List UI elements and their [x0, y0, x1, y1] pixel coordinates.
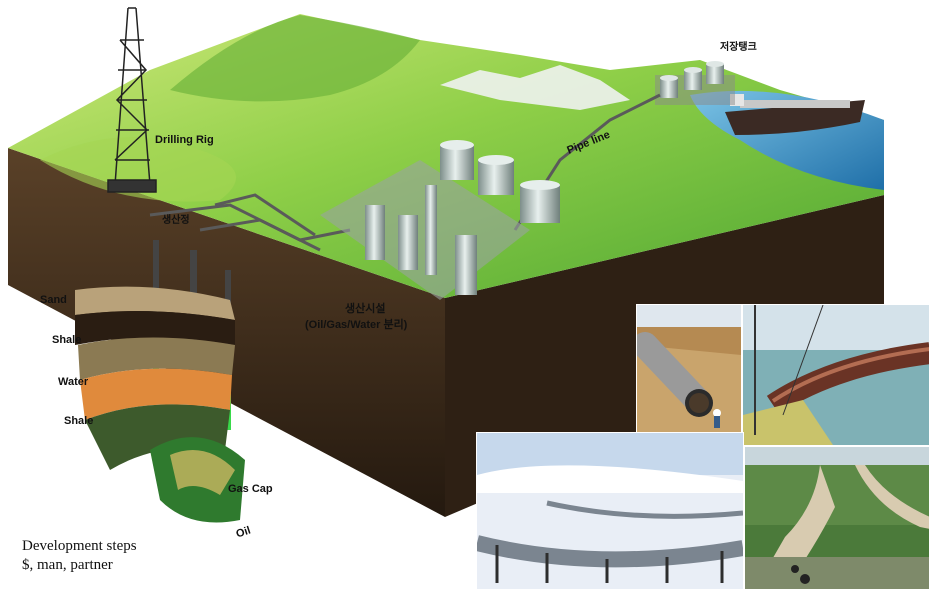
label-sand: Sand: [40, 294, 67, 306]
label-water: Water: [58, 376, 89, 388]
caption: Development steps $, man, partner: [22, 537, 137, 575]
photo-pipeline-trench: [636, 304, 742, 434]
photo-pipeline-corridor: [744, 446, 929, 590]
caption-line-1: Development steps: [22, 538, 137, 554]
caption-line-2: $, man, partner: [22, 557, 113, 573]
production-facility: [320, 140, 560, 300]
drilling-rig: [107, 7, 157, 193]
geological-layers: [75, 286, 245, 523]
snow-mountains: [440, 65, 630, 110]
terrain-hills: [40, 137, 236, 202]
label-drilling-rig: Drilling Rig: [155, 134, 214, 146]
label-shale-lower: Shale: [64, 415, 93, 427]
photo-arctic-pipeline: [476, 432, 744, 590]
label-storage-tank: 저장탱크: [720, 40, 757, 53]
photo-pipe-over-water: [742, 304, 929, 446]
label-separation: (Oil/Gas/Water 분리): [305, 317, 408, 331]
label-oil: Oil: [235, 525, 253, 541]
label-facility: 생산시설: [345, 301, 385, 315]
label-gas-cap: Gas Cap: [228, 483, 273, 495]
label-production-well: 생산정: [162, 213, 190, 226]
label-shale-upper: Shale: [52, 334, 81, 346]
terrain-ridge: [170, 15, 420, 102]
storage-tanks: [655, 61, 735, 105]
